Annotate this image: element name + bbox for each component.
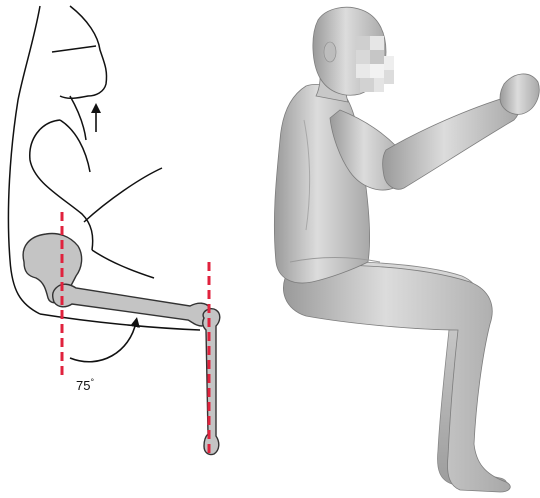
front-neck-contour — [70, 96, 86, 140]
head-outline — [60, 6, 107, 98]
angle-arc-arrow-icon — [70, 322, 136, 362]
jaw-line — [52, 46, 96, 52]
line-diagram: 75° — [8, 6, 219, 458]
scanned-body-model — [274, 7, 539, 492]
ear — [324, 42, 336, 62]
forearm — [383, 96, 519, 189]
thigh-outline-top — [92, 250, 154, 278]
face-blur-pixelation — [356, 36, 394, 92]
angle-label: 75° — [76, 377, 94, 393]
fist — [500, 74, 539, 114]
upper-arm-inner — [60, 120, 90, 172]
tibia-bone — [203, 309, 220, 455]
forearm-outline — [84, 168, 162, 222]
torso — [274, 84, 369, 283]
front-leg — [283, 265, 510, 492]
